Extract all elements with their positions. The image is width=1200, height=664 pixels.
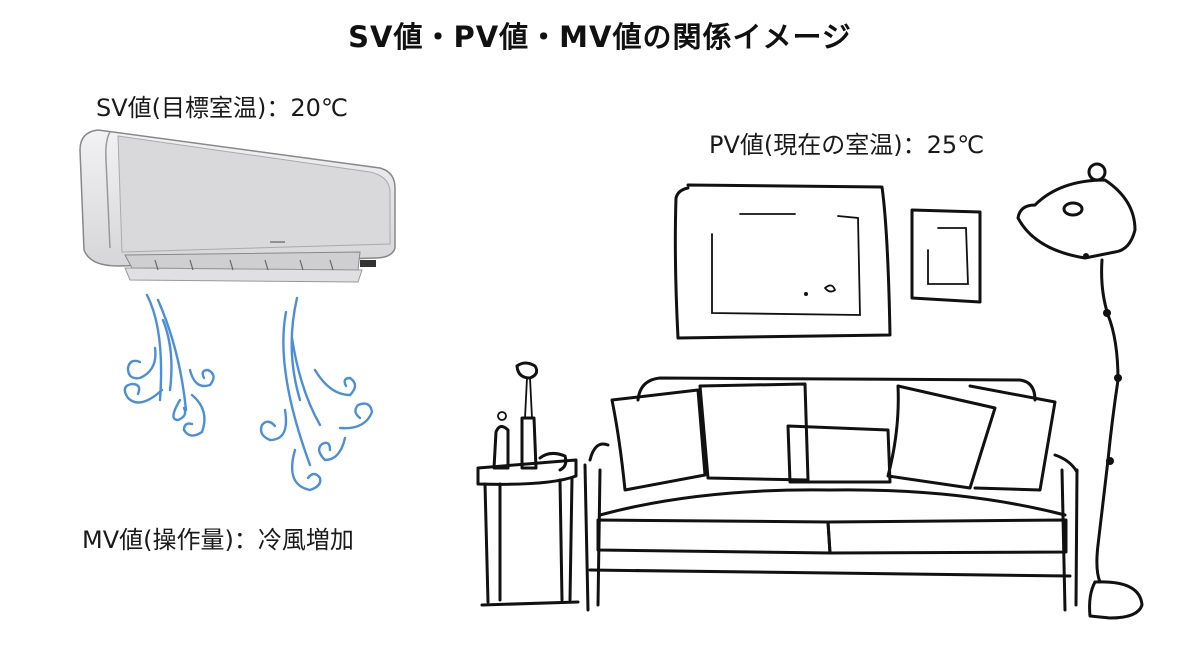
wind-swirl-icon <box>123 293 374 492</box>
sv-value-label: SV値(目標室温)：20℃ <box>96 94 348 122</box>
air-conditioner-icon <box>79 129 396 283</box>
floor-lamp-icon <box>1016 162 1144 620</box>
side-table-icon <box>476 361 580 607</box>
sofa-icon <box>583 376 1079 612</box>
diagram-title: SV値・PV値・MV値の関係イメージ <box>348 20 852 54</box>
picture-frame-icon <box>673 183 982 340</box>
pv-value-label: PV値(現在の室温)：25℃ <box>709 131 985 159</box>
mv-value-label: MV値(操作量)：冷風増加 <box>82 526 354 554</box>
